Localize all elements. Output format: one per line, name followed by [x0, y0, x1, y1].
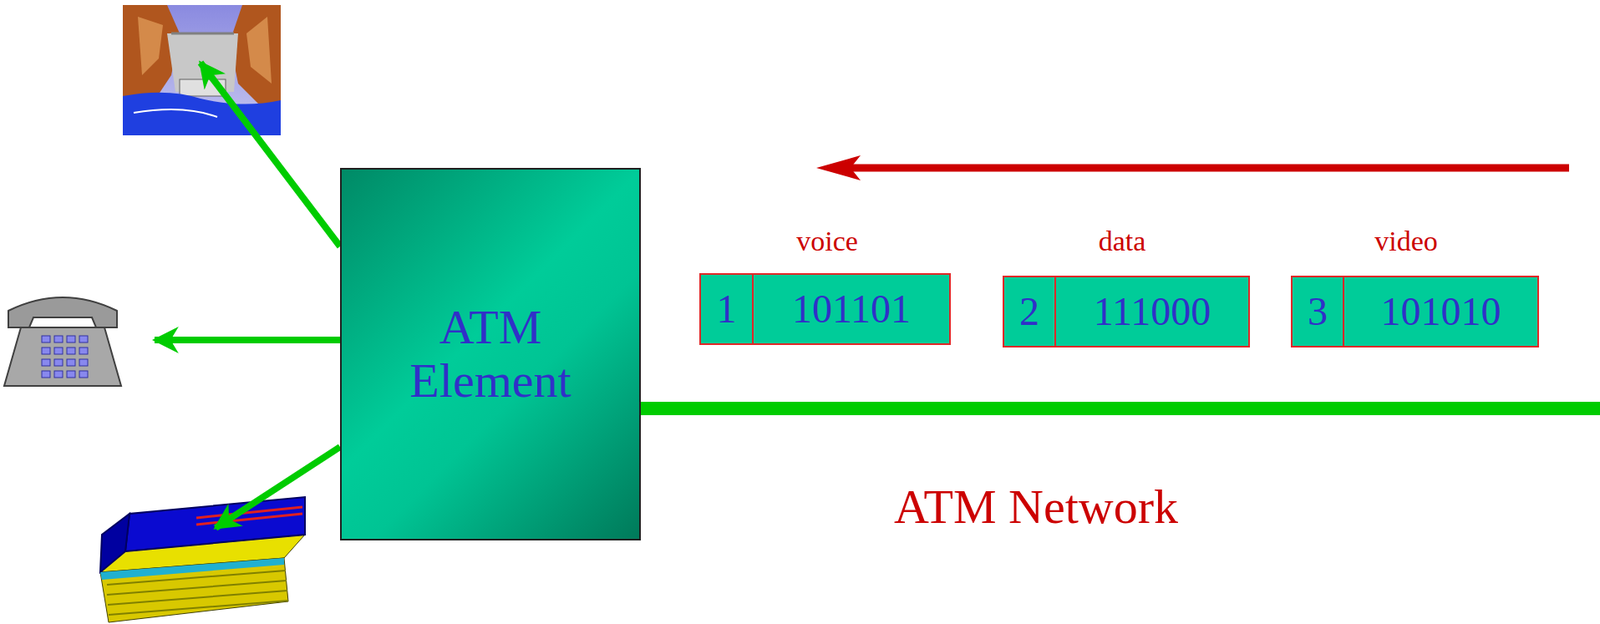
cell-header-box: 1: [699, 273, 754, 346]
network-label: ATM Network: [893, 478, 1179, 535]
cell-bits: 101010: [1381, 289, 1502, 335]
cell-bits: 111000: [1093, 289, 1211, 335]
cell-number: 1: [716, 287, 737, 332]
output-arrows: [154, 62, 341, 529]
cell-type-label: voice: [796, 225, 859, 258]
cell-header-box: 2: [1002, 275, 1057, 348]
cell-payload-box: 101101: [751, 273, 951, 346]
cell-payload-box: 111000: [1054, 275, 1250, 348]
telephone-icon: [4, 297, 122, 387]
cell-bits: 101101: [792, 287, 911, 332]
cell-header-box: 3: [1290, 275, 1345, 348]
dam-picture: [122, 5, 281, 136]
cell-number: 3: [1307, 289, 1328, 335]
book-icon: [100, 497, 305, 623]
cell-type-label: video: [1374, 225, 1438, 258]
cell-number: 2: [1019, 289, 1040, 335]
network-link: [640, 401, 1600, 416]
atm-element-box: ATM Element: [340, 167, 641, 541]
cell-payload-box: 101010: [1342, 275, 1540, 348]
cell-type-label: data: [1098, 225, 1147, 258]
element-title: ATM Element: [394, 300, 587, 408]
flow-arrow: [816, 155, 1570, 181]
